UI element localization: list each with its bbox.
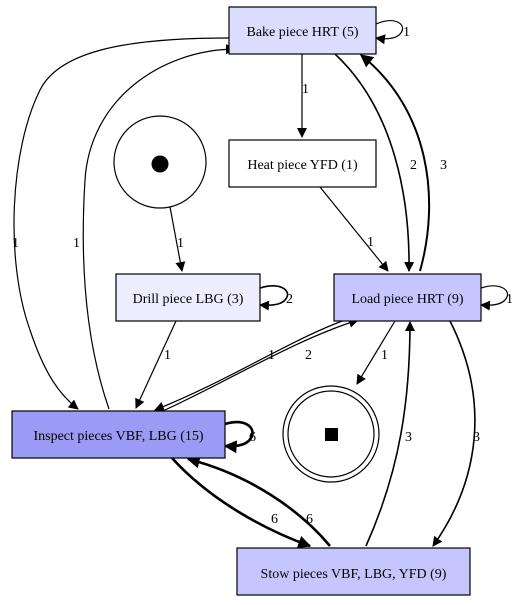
edge-label-start-drill: 1 (177, 236, 184, 251)
node-label: Drill piece LBG (3) (133, 292, 244, 307)
node-heat[interactable]: Heat piece YFD (1) (228, 139, 377, 188)
edge-inspect-stow (171, 457, 312, 549)
end-square-icon (325, 428, 338, 441)
start-place[interactable] (113, 115, 207, 209)
edge-label-stow-inspect: 6 (306, 512, 313, 527)
edge-bake-load (334, 53, 415, 272)
edge-drill-self (259, 285, 289, 311)
edge-drill-inspect (135, 320, 177, 409)
node-drill[interactable]: Drill piece LBG (3) (115, 273, 261, 322)
edge-label-load-end: 1 (381, 348, 388, 363)
node-bake[interactable]: Bake piece HRT (5) (228, 6, 377, 55)
edge-load-stow (432, 320, 476, 547)
node-label: Bake piece HRT (5) (246, 25, 358, 40)
node-box (115, 273, 261, 322)
edge-label-drill-inspect: 1 (164, 348, 171, 363)
edge-label-bake-inspect: 1 (12, 236, 19, 251)
edge-stow-inspect (186, 455, 331, 547)
edge-inspect-load (164, 317, 359, 411)
edge-labels: 1 1 2 3 1 1 1 1 2 1 1 1 2 1 3 3 6 6 6 (12, 25, 513, 527)
edge-label-stow-load: 3 (405, 430, 412, 445)
node-label: Heat piece YFD (1) (247, 158, 358, 173)
node-box (333, 273, 482, 322)
node-label: Inspect pieces VBF, LBG (15) (33, 429, 203, 444)
end-place-inner-circle (287, 390, 375, 478)
edge-label-load-stow: 3 (473, 430, 480, 445)
node-box (228, 139, 377, 188)
edge-label-drill-self: 2 (286, 292, 293, 307)
node-box (236, 547, 471, 596)
node-stow[interactable]: Stow pieces VBF, LBG, YFD (9) (236, 547, 471, 596)
edge-load-bake (359, 54, 431, 272)
edge-label-load-inspect: 1 (268, 348, 275, 363)
edge-heat-load (319, 186, 389, 272)
start-token-icon (151, 155, 169, 173)
edge-load-end (356, 320, 396, 385)
edges (13, 20, 509, 549)
node-box (228, 6, 377, 55)
edge-label-load-bake: 3 (440, 158, 447, 173)
edge-label-inspect-bake: 1 (73, 236, 80, 251)
edge-label-bake-self: 1 (403, 25, 410, 40)
end-place[interactable] (282, 385, 380, 483)
edge-inspect-bake (82, 44, 236, 410)
node-box (11, 410, 226, 459)
edge-inspect-self (223, 420, 254, 454)
edge-label-bake-load: 2 (410, 158, 417, 173)
edge-stow-load (365, 321, 415, 547)
node-inspect[interactable]: Inspect pieces VBF, LBG (15) (11, 410, 226, 459)
node-label: Stow pieces VBF, LBG, YFD (9) (261, 567, 447, 582)
node-load[interactable]: Load piece HRT (9) (333, 273, 482, 322)
edge-label-inspect-self: 6 (249, 430, 256, 445)
edge-load-inspect (154, 319, 346, 412)
edge-label-heat-load: 1 (367, 235, 374, 250)
edge-load-self (480, 285, 509, 311)
edge-label-load-self: 1 (506, 292, 513, 307)
edge-start-drill (169, 206, 186, 272)
edge-bake-inspect (13, 37, 230, 410)
edge-label-inspect-load: 2 (305, 348, 312, 363)
edge-label-inspect-stow: 6 (271, 512, 278, 527)
edge-bake-self (375, 20, 404, 45)
node-label: Load piece HRT (9) (351, 292, 463, 307)
edge-label-bake-heat: 1 (302, 82, 309, 97)
